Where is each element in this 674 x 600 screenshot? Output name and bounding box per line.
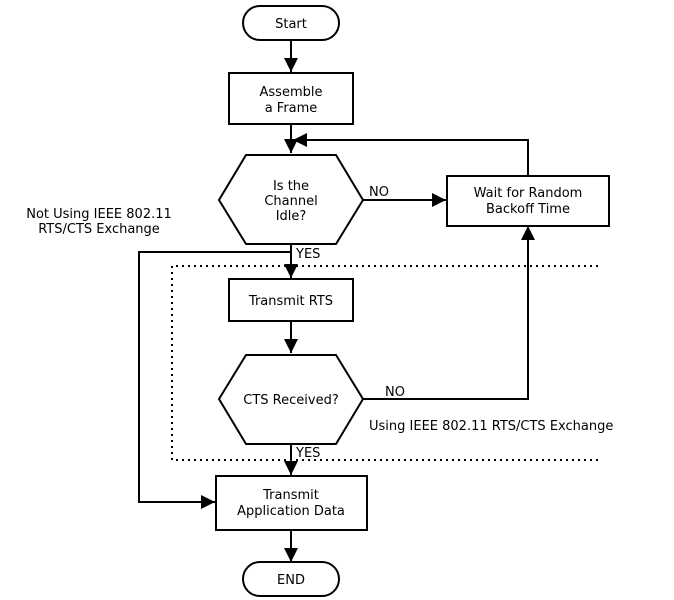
- idle-label-line3: Idle?: [276, 209, 307, 224]
- transmit-label-line2: Application Data: [237, 504, 345, 519]
- not-using-annotation-line2: RTS/CTS Exchange: [38, 222, 160, 237]
- wait-label-line2: Backoff Time: [486, 202, 570, 217]
- cts-no-label: NO: [385, 385, 405, 400]
- not-using-annotation-line1: Not Using IEEE 802.11: [26, 207, 172, 222]
- edge-wait-loop-back: [293, 133, 529, 176]
- start-node: Start: [242, 5, 340, 41]
- cts-received-decision: CTS Received?: [217, 354, 365, 445]
- end-label: END: [277, 573, 305, 588]
- channel-idle-decision: Is the Channel Idle?: [217, 154, 365, 245]
- idle-label-line2: Channel: [264, 194, 317, 209]
- cts-yes-label: YES: [295, 446, 320, 461]
- idle-no-label: NO: [369, 185, 389, 200]
- assemble-frame-box: Assemble a Frame: [228, 72, 354, 125]
- cts-label: CTS Received?: [243, 393, 338, 408]
- wait-label-line1: Wait for Random: [474, 186, 583, 201]
- idle-yes-label: YES: [295, 247, 320, 262]
- transmit-rts-box: Transmit RTS: [228, 278, 354, 322]
- idle-label-line1: Is the: [273, 179, 309, 194]
- edge-bypass-not-using: [138, 251, 291, 509]
- rts-label: Transmit RTS: [248, 294, 333, 309]
- transmit-data-box: Transmit Application Data: [215, 475, 368, 531]
- end-node: END: [242, 561, 340, 597]
- start-label: Start: [275, 17, 307, 32]
- assemble-label-line1: Assemble: [260, 85, 323, 100]
- transmit-label-line1: Transmit: [262, 488, 319, 503]
- assemble-label-line2: a Frame: [265, 101, 318, 116]
- using-annotation: Using IEEE 802.11 RTS/CTS Exchange: [369, 419, 613, 434]
- edge-cts-wait-no: [363, 226, 535, 400]
- wait-backoff-box: Wait for Random Backoff Time: [446, 175, 610, 227]
- rts-cts-region: [171, 265, 598, 461]
